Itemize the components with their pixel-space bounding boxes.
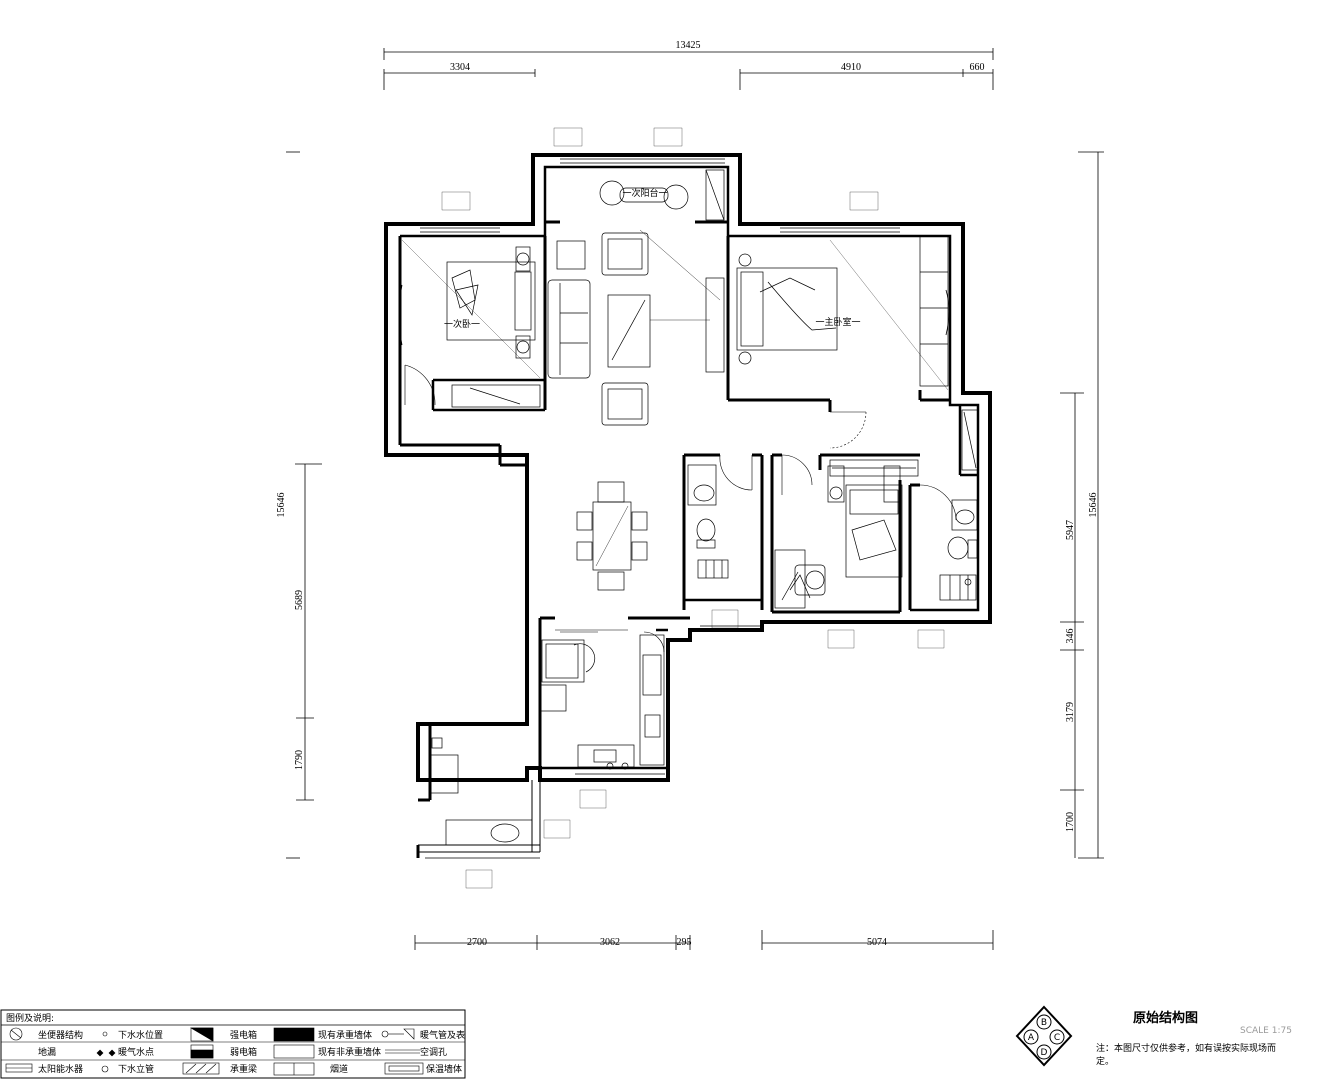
dim-right-total: 15646	[1088, 493, 1099, 518]
furniture	[401, 169, 979, 846]
dimension-lines	[286, 48, 1104, 950]
plan-scale: SCALE 1:75	[1240, 1026, 1292, 1036]
legend-item-11: 太阳能水器	[38, 1063, 83, 1075]
dim-left-low: 1790	[294, 750, 305, 770]
legend-item-2: 下水水位置	[118, 1029, 163, 1041]
legend-item-9: 现有非承重墙体	[318, 1046, 381, 1058]
dim-left-total: 15646	[276, 493, 287, 518]
dim-top-right: 660	[970, 62, 985, 73]
dim-right-upper: 5947	[1065, 520, 1076, 540]
room-label-balcony: 一次阳台一	[622, 187, 667, 199]
compass-label-c: C	[1054, 1033, 1060, 1043]
dim-right-c: 1700	[1065, 812, 1076, 832]
dim-bottom-a: 2700	[467, 937, 487, 948]
dim-right-b: 3179	[1065, 702, 1076, 722]
doors	[404, 364, 957, 653]
dim-top-left: 3304	[450, 62, 470, 73]
dimension-labels: 13425 3304 4910 660 15646 5689 1790 1564…	[276, 40, 1099, 948]
compass-label-a: A	[1028, 1033, 1035, 1043]
legend-item-12: 下水立管	[118, 1063, 154, 1075]
compass-icon	[1015, 1005, 1073, 1067]
walls	[384, 153, 992, 858]
room-label-second-bedroom: 一次卧一	[444, 318, 480, 330]
windows	[398, 158, 950, 859]
legend-item-14: 烟道	[330, 1063, 348, 1075]
legend-item-10: 空调孔	[420, 1046, 447, 1058]
legend-item-15: 保温墙体	[426, 1063, 462, 1075]
dim-top-mid: 4910	[841, 62, 861, 73]
title-block: B A C D 原始结构图 SCALE 1:75 注：本图尺寸仅供参考，如有误按…	[1015, 1005, 1292, 1067]
legend-item-1: 坐便器结构	[38, 1029, 83, 1041]
dim-right-a: 346	[1065, 629, 1076, 644]
dim-bottom-d: 5074	[867, 937, 887, 948]
room-label-master-bedroom: 一主卧室一	[815, 316, 860, 328]
legend-item-8: 弱电箱	[230, 1046, 257, 1058]
plan-note-line2: 定。	[1096, 1055, 1114, 1067]
compass-label-b: B	[1041, 1018, 1047, 1028]
legend-item-6: 地漏	[38, 1046, 56, 1058]
dim-bottom-b: 3062	[600, 937, 620, 948]
legend-item-13: 承重梁	[230, 1063, 257, 1075]
legend-item-7: 暖气水点	[118, 1046, 154, 1058]
dim-top-total: 13425	[676, 40, 701, 51]
legend: 图例及说明: 坐便器结构 下水水位置 强电箱 现有承重墙体 暖气管及表 地漏 暖…	[0, 1009, 466, 1079]
plan-note-line1: 注：本图尺寸仅供参考，如有误按实际现场而	[1096, 1042, 1276, 1054]
room-labels: 一次阳台一 一次卧一 一主卧室一	[444, 187, 861, 330]
dim-left-mid: 5689	[294, 590, 305, 610]
legend-item-4: 现有承重墙体	[318, 1029, 372, 1041]
legend-item-5: 暖气管及表	[420, 1029, 465, 1041]
legend-item-3: 强电箱	[230, 1029, 257, 1041]
compass-label-d: D	[1041, 1048, 1048, 1058]
legend-heading: 图例及说明:	[6, 1012, 54, 1024]
annotation-marks	[441, 127, 945, 889]
plan-title: 原始结构图	[1133, 1010, 1198, 1026]
dim-bottom-c: 295	[677, 937, 692, 948]
